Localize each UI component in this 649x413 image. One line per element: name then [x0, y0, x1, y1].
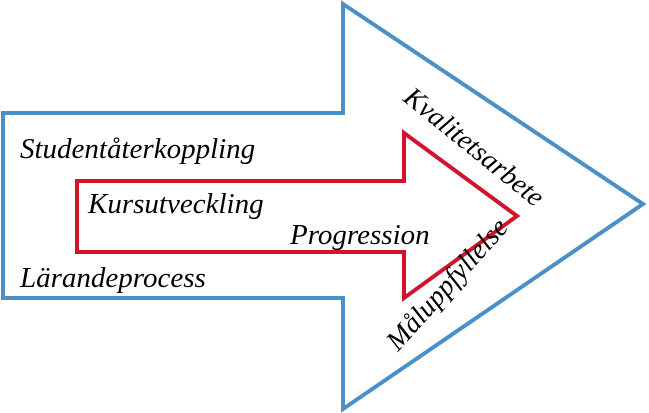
inner-arrow-shape — [75, 129, 521, 302]
label-progression: Progression — [289, 219, 430, 251]
label-kursutveckling: Kursutveckling — [87, 188, 264, 220]
label-studentaterkoppling: Studentåterkoppling — [20, 133, 255, 165]
label-larandeprocess: Lärandeprocess — [19, 262, 206, 294]
